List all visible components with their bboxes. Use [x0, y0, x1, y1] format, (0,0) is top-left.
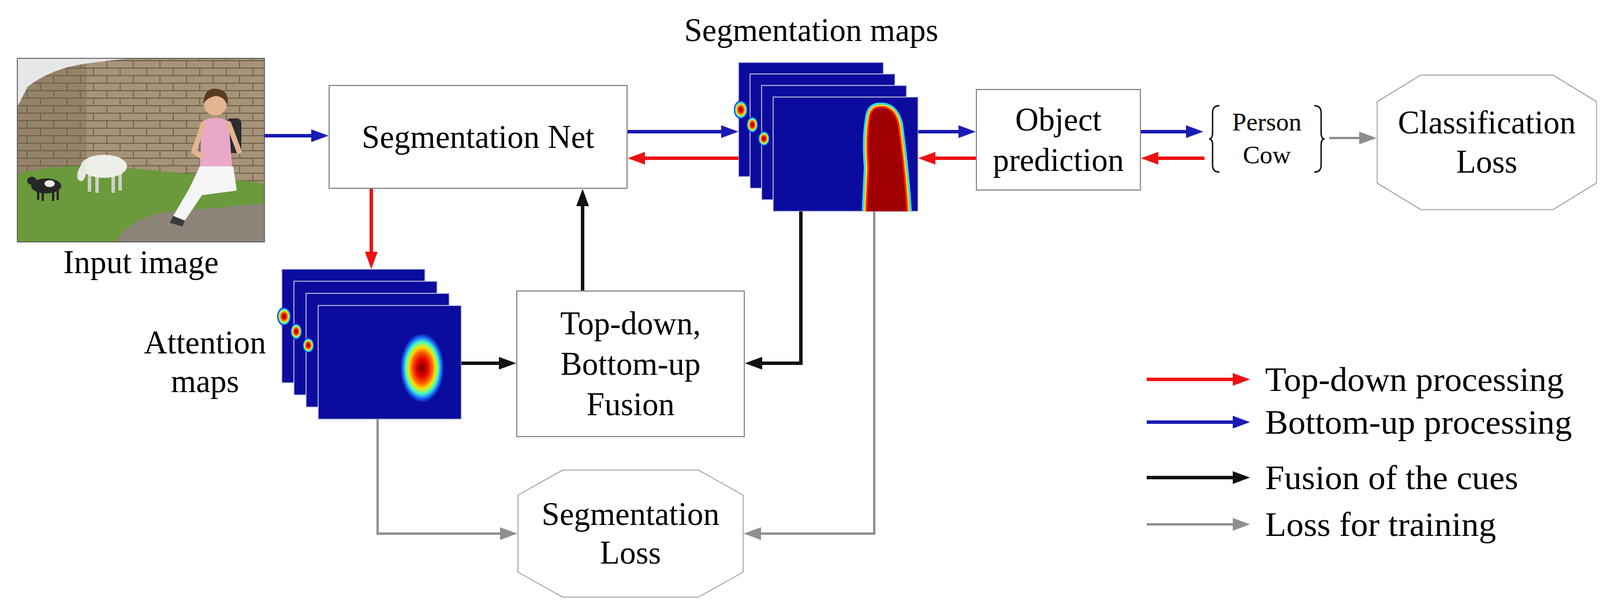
map-layer — [318, 305, 462, 420]
curly-brace — [1314, 105, 1325, 173]
node-heading: Input image — [62, 243, 219, 282]
connector-arrow — [1140, 129, 1195, 134]
input-image: Input image — [17, 58, 265, 242]
calf-patch — [44, 180, 55, 188]
mask-edge — [866, 107, 908, 212]
legend-arrow — [1146, 377, 1241, 382]
connector-arrow — [369, 188, 374, 260]
grass — [17, 166, 265, 243]
connector-arrow — [636, 156, 739, 160]
person-pants — [173, 166, 237, 221]
segmentation-map-stack — [733, 62, 919, 220]
node-label: Cow — [1232, 138, 1302, 172]
cow-body — [80, 154, 128, 178]
connector-arrow — [752, 211, 875, 534]
map-stack: Segmentation maps — [738, 62, 919, 212]
map-blob — [758, 131, 770, 147]
attention-map-stack — [277, 269, 462, 420]
text-group: Object prediction — [986, 99, 1131, 181]
map-blob — [277, 307, 292, 326]
connector-arrow — [627, 129, 730, 134]
cow-head — [77, 161, 87, 182]
node-outline — [1209, 104, 1325, 174]
curly-brace — [1209, 105, 1220, 173]
text-group: Segmentation Net — [362, 116, 595, 158]
legend-arrow — [1146, 420, 1241, 424]
node-outline — [1376, 74, 1598, 211]
mask-edge — [866, 107, 908, 212]
legend-text: Top-down processing — [1265, 360, 1564, 399]
map-blob — [746, 116, 759, 133]
map-blob — [302, 337, 315, 353]
person-shoe — [169, 215, 185, 227]
connector-arrow — [918, 129, 967, 134]
label-brace: PersonCow — [1209, 104, 1325, 174]
connector-arrow — [1150, 156, 1205, 160]
connector-arrow — [264, 133, 320, 138]
text-group: PersonCow — [1232, 105, 1302, 172]
person-arms — [194, 123, 240, 156]
map-blob — [290, 323, 302, 340]
node-label: Object prediction — [986, 99, 1131, 181]
legend-entry: Bottom-up processing — [1265, 401, 1573, 443]
mask-fill — [866, 107, 908, 212]
node-heading: Attention maps — [138, 323, 272, 401]
node-label: Segmentation Loss — [532, 494, 729, 573]
process-box: Segmentation Net — [328, 84, 628, 189]
calf-legs — [38, 190, 58, 201]
legend-entry: Top-down processing — [1265, 358, 1564, 401]
calf-head — [27, 176, 37, 185]
attention-blob — [400, 333, 445, 403]
node-label: Person — [1232, 105, 1302, 139]
legend-entry: Loss for training — [1265, 503, 1497, 546]
legend-text: Loss for training — [1265, 505, 1497, 544]
loss-octagon: Classification Loss — [1376, 74, 1598, 211]
node-label: Classification Loss — [1391, 103, 1583, 181]
node-label: Top-down, Bottom-up Fusion — [552, 303, 709, 425]
loss-octagon: Segmentation Loss — [517, 469, 744, 598]
map-blob — [733, 100, 748, 119]
legend-arrow — [1146, 523, 1241, 526]
legend-entry: Fusion of the cues — [1265, 456, 1519, 499]
person-hair — [203, 88, 229, 107]
person-mask — [866, 107, 908, 212]
legend-arrow — [1146, 475, 1241, 480]
node-heading: Segmentation maps — [684, 10, 939, 50]
connector-arrow — [377, 419, 509, 534]
legend-text: Bottom-up processing — [1265, 403, 1573, 442]
octagon-outline — [517, 470, 744, 598]
photo-frame — [17, 58, 265, 242]
octagon-outline — [1377, 75, 1597, 210]
connector-arrow — [1329, 136, 1368, 140]
connector-arrow — [927, 156, 976, 160]
connector-arrow — [580, 198, 585, 291]
connector-arrow — [754, 211, 801, 364]
node-outline — [517, 469, 744, 598]
map-stack: Attention maps — [281, 269, 462, 420]
text-group: Top-down, Bottom-up Fusion — [552, 303, 709, 425]
photo-sky — [17, 58, 265, 242]
process-box: Top-down, Bottom-up Fusion — [516, 290, 745, 438]
text-group: Classification Loss — [1391, 103, 1583, 181]
process-box: Object prediction — [975, 88, 1141, 191]
legend-text: Fusion of the cues — [1265, 458, 1519, 497]
connector-arrow — [461, 361, 507, 365]
input-photo — [17, 58, 265, 242]
text-group: Segmentation Loss — [532, 494, 729, 573]
node-label: Segmentation Net — [362, 116, 595, 158]
